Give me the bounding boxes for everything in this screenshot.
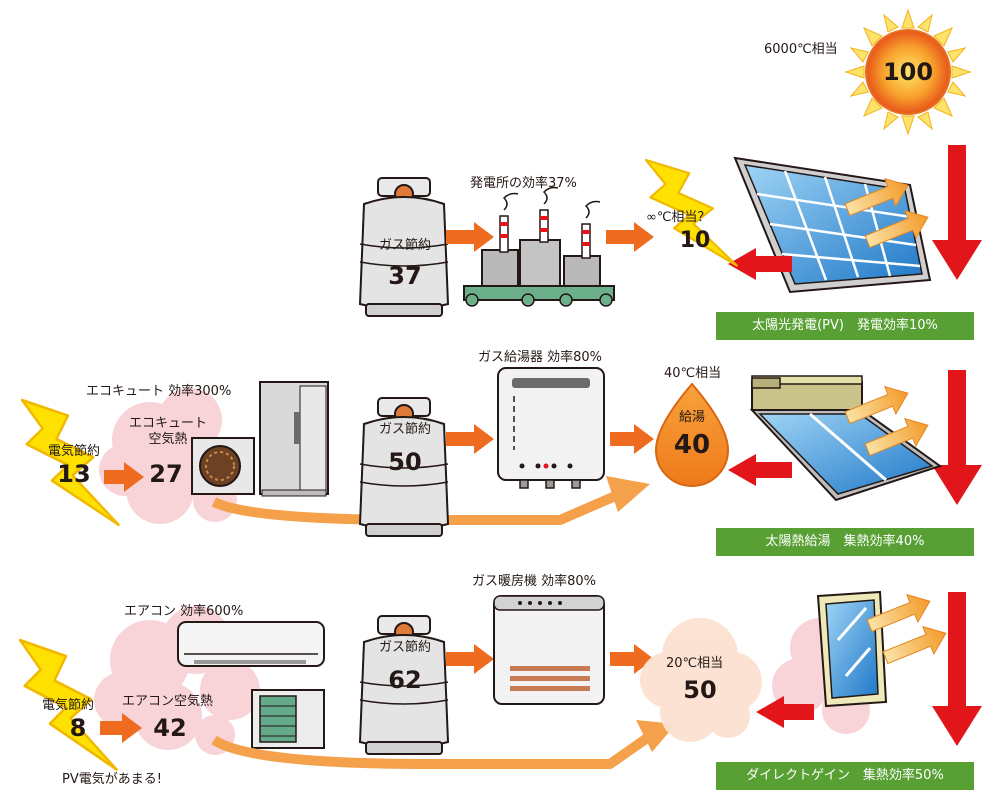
- arrow-icon: [446, 424, 494, 454]
- arrow-icon: [100, 713, 142, 743]
- window-icon: [772, 590, 888, 734]
- aircon-air-heat-label: エアコン空気熱: [122, 694, 214, 709]
- sun-energy-arrow-row3: [932, 592, 982, 746]
- gas-saving-label: ガス節約: [378, 422, 431, 437]
- aircon-air-heat-value: 42: [153, 714, 187, 742]
- arrow-icon: [606, 222, 654, 252]
- direct-gain-efficiency-banner: ダイレクトゲイン 集熱効率50%: [716, 762, 974, 790]
- hot-water-value: 40: [673, 430, 711, 460]
- pv-efficiency-banner: 太陽光発電(PV) 発電効率10%: [716, 312, 974, 340]
- heat-flow-arrow-row3: [211, 731, 653, 769]
- power-plant-icon: [463, 186, 615, 307]
- ecocute-tank-icon: [259, 381, 329, 497]
- gas-water-heater-icon: [497, 367, 605, 489]
- sun-temp-label: 6000℃相当: [764, 42, 838, 57]
- arrow-icon: [610, 644, 654, 674]
- pv-surplus-note: PV電気があまる!: [62, 772, 162, 787]
- warm-air-cloud-icon: [640, 618, 762, 742]
- ecocute-air-heat-label: エコキュート 空気熱: [128, 416, 207, 447]
- bolt-temp-label: ∞℃相当？: [646, 210, 711, 225]
- sun-energy-arrow-row2: [932, 370, 982, 505]
- gas-water-heater-label: ガス給湯器 効率80%: [478, 350, 603, 365]
- electricity-saving-value: 8: [69, 714, 87, 742]
- gas-saving-value: 37: [388, 262, 422, 290]
- pv-output-arrow-icon: [728, 248, 792, 280]
- sun-ray-icon: [879, 619, 952, 672]
- window-output-arrow-icon: [756, 696, 814, 728]
- bolt-value: 10: [679, 228, 711, 253]
- sun-energy-arrow-row1: [932, 145, 982, 280]
- hot-water-drop-icon: [654, 382, 730, 487]
- collector-output-arrow-icon: [728, 454, 792, 486]
- hot-water-label: 給湯: [678, 410, 705, 425]
- electricity-saving-value: 13: [57, 460, 91, 488]
- gas-saving-label: ガス節約: [378, 238, 431, 253]
- arrow-icon: [610, 424, 654, 454]
- electricity-saving-label: 電気節約: [41, 698, 94, 713]
- gas-saving-value: 50: [388, 448, 422, 476]
- gas-space-heater-label: ガス暖房機 効率80%: [472, 574, 597, 589]
- gas-space-heater-icon: [493, 595, 605, 705]
- room-temp-label: 20℃相当: [666, 656, 724, 671]
- air-conditioner-icon: [177, 621, 325, 667]
- electricity-saving-label: 電気節約: [47, 444, 100, 459]
- arrow-icon: [446, 222, 494, 252]
- plant-efficiency-label: 発電所の効率37%: [470, 176, 577, 191]
- arrow-icon: [104, 462, 144, 492]
- hot-water-temp-label: 40℃相当: [664, 366, 722, 381]
- sun-icon: [844, 8, 972, 136]
- outdoor-unit-icon: [251, 689, 325, 749]
- gas-saving-label: ガス節約: [378, 640, 431, 655]
- aircon-efficiency-label: エアコン 効率600%: [124, 604, 244, 619]
- room-heat-value: 50: [683, 676, 717, 704]
- sun-value: 100: [882, 58, 934, 86]
- ecocute-efficiency-label: エコキュート 効率300%: [86, 384, 232, 399]
- solar-thermal-collector-icon: [749, 375, 943, 502]
- arrow-icon: [446, 644, 494, 674]
- gas-saving-value: 62: [388, 666, 422, 694]
- arrow-icon: [606, 476, 650, 512]
- solar-thermal-efficiency-banner: 太陽熱給湯 集熱効率40%: [716, 528, 974, 556]
- heat-pump-unit-icon: [191, 437, 255, 495]
- ecocute-air-heat-value: 27: [149, 460, 183, 488]
